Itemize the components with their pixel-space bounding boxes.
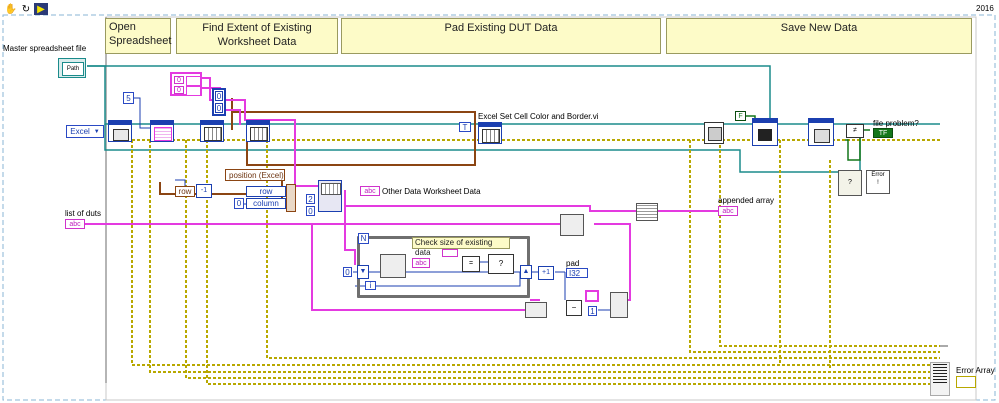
string-wires <box>85 77 718 311</box>
numeric-array-value-a: 0 <box>215 91 223 101</box>
excel-set-cell-color-vi[interactable] <box>478 122 502 144</box>
one-constant-a[interactable]: 1 <box>588 306 597 316</box>
worksheet-icon <box>154 127 172 141</box>
subtract-node[interactable]: − <box>566 300 582 316</box>
ring-arrow-icon: ▼ <box>93 128 100 135</box>
string-array-constant-b[interactable] <box>585 290 599 302</box>
save-icon <box>758 129 772 141</box>
select-node[interactable]: ? <box>488 254 514 274</box>
shift-register-left: ▼ <box>357 265 369 279</box>
numeric-array-constant[interactable]: 0 0 <box>212 88 226 116</box>
decrement-node[interactable]: -1 <box>196 184 212 198</box>
insert-into-array-node[interactable] <box>560 214 584 236</box>
numeric-array-value-b: 0 <box>215 103 223 113</box>
array-subset-node[interactable] <box>318 180 342 212</box>
auto-tool-icon[interactable]: ↻ <box>21 3 31 15</box>
note-find-extent: Find Extent of Existing Worksheet Data <box>176 18 338 54</box>
note-pad-existing: Pad Existing DUT Data <box>341 18 661 54</box>
column-field: column <box>246 198 286 209</box>
other-data-label: Other Data Worksheet Data <box>382 187 481 196</box>
empty-string-constant[interactable] <box>442 249 458 257</box>
excel-close-vi[interactable] <box>808 118 834 146</box>
version-label: 2016 <box>976 4 994 13</box>
appended-array-label: appended array <box>718 196 775 205</box>
loop-count-terminal[interactable]: N <box>358 233 369 244</box>
save-close-icon <box>708 127 722 141</box>
check-size-note: Check size of existing data <box>412 237 510 257</box>
pad-indicator: I32 <box>566 268 588 278</box>
note-save-new: Save New Data <box>666 18 972 54</box>
loop-iteration-terminal: i <box>365 281 376 290</box>
read-range-icon <box>250 127 268 141</box>
flat-sequence-structure <box>105 16 977 401</box>
error-array-label: Error Array <box>956 366 995 375</box>
false-constant[interactable]: F <box>735 111 746 121</box>
file-problem-indicator: TF <box>873 128 893 138</box>
master-file-label: Master spreadsheet file <box>3 44 87 53</box>
array-subset-icon <box>321 183 341 195</box>
array-index-b: 0 <box>174 86 184 94</box>
get-worksheet-vi[interactable] <box>150 120 174 142</box>
read-range-vi[interactable] <box>246 120 270 142</box>
not-equal-node[interactable]: ≠ <box>846 124 864 138</box>
position-excel-label: position (Excel) <box>229 170 284 180</box>
other-data-indicator: abc <box>360 186 380 196</box>
five-constant[interactable]: 5 <box>123 92 134 104</box>
array-element-b <box>186 86 201 96</box>
error-array-indicator <box>956 376 976 388</box>
string-element: abc <box>412 258 430 268</box>
toolbar: ✋ ↻ ▶ <box>2 1 48 15</box>
build-array-node-b[interactable] <box>610 292 628 318</box>
equal-node[interactable]: = <box>462 256 480 272</box>
list-of-duts-control[interactable]: abc <box>65 219 85 229</box>
two-constant[interactable]: 2 <box>306 194 315 204</box>
excel-ring-value: Excel <box>70 127 90 136</box>
diagram-border <box>2 14 996 401</box>
range-icon <box>204 127 222 141</box>
excel-set-cell-label: Excel Set Cell Color and Border.vi <box>478 112 599 121</box>
true-constant[interactable]: T <box>459 122 471 132</box>
excel-ring-constant[interactable]: Excel ▼ <box>66 125 104 138</box>
row-field: row <box>246 186 286 197</box>
position-excel-cluster[interactable]: position (Excel) <box>225 169 285 181</box>
array-size-node[interactable] <box>525 302 547 318</box>
index-array-node[interactable] <box>380 254 406 278</box>
zero-init-constant[interactable]: 0 <box>343 267 352 277</box>
zero-row-constant[interactable]: 0 <box>234 198 244 209</box>
note-open-spreadsheet: Open Spreadsheet <box>105 18 171 54</box>
path-control[interactable]: Path <box>58 58 86 78</box>
array-element-a <box>186 76 201 86</box>
get-used-range-vi[interactable] <box>200 120 224 142</box>
path-icon: Path <box>62 62 84 76</box>
bundle-node[interactable] <box>286 184 296 212</box>
hand-tool-icon[interactable]: ✋ <box>4 3 18 15</box>
error-array-build[interactable] <box>930 362 950 396</box>
open-workbook-icon <box>113 129 129 141</box>
open-workbook-vi[interactable] <box>108 120 132 142</box>
pad-label: pad <box>566 259 580 268</box>
appended-array-indicator: abc <box>718 206 738 216</box>
run-arrow-icon[interactable]: ▶ <box>34 3 48 15</box>
increment-node[interactable]: +1 <box>538 266 554 280</box>
list-of-duts-label: list of duts <box>65 209 102 218</box>
excel-save-vi[interactable] <box>704 122 724 144</box>
row-field-text: row <box>259 187 273 196</box>
row-text: row <box>178 187 192 196</box>
string-array-constant[interactable]: 0 0 <box>170 72 202 96</box>
file-problem-label: file problem? <box>873 119 919 128</box>
shift-register-right: ▲ <box>520 265 532 279</box>
simple-error-handler-node[interactable]: Error! <box>866 170 890 194</box>
row-element: row <box>175 186 195 197</box>
excel-save-workbook-vi[interactable] <box>752 118 778 146</box>
zero-constant-f[interactable]: 0 <box>306 206 315 216</box>
cell-color-icon <box>482 129 500 143</box>
pad-value: I32 <box>569 268 581 278</box>
build-array-node[interactable] <box>636 203 658 221</box>
merge-errors-node[interactable]: ? <box>838 170 862 196</box>
array-index-a: 0 <box>174 76 184 84</box>
close-icon <box>814 129 830 143</box>
column-field-text: column <box>253 199 279 208</box>
